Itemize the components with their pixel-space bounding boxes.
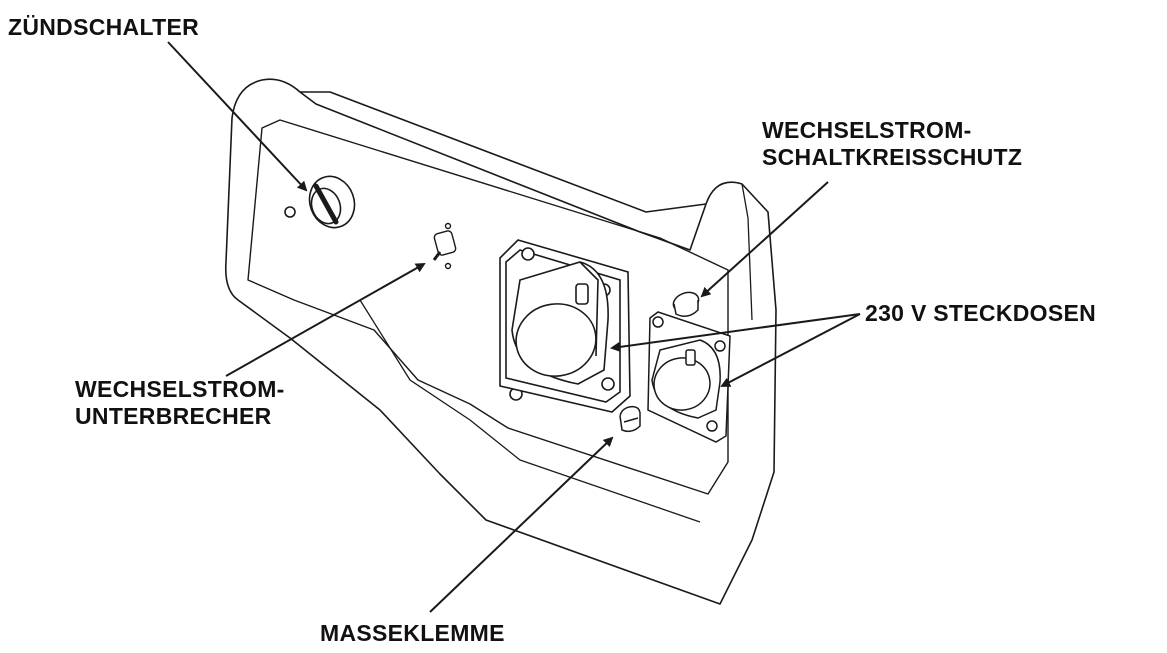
ignition-switch-knob bbox=[308, 175, 356, 229]
leader-breaker bbox=[225, 263, 426, 377]
leader-lines bbox=[167, 41, 861, 613]
label-ac-breaker: WECHSELSTROM- UNTERBRECHER bbox=[75, 376, 285, 430]
ac-breaker-toggle bbox=[432, 222, 457, 270]
leader-socket-small bbox=[720, 313, 861, 387]
leader-socket-large bbox=[610, 313, 861, 352]
label-ac-breaker-line1: WECHSELSTROM- bbox=[75, 376, 285, 402]
ground-terminal bbox=[619, 405, 641, 433]
leader-ignition bbox=[167, 41, 308, 192]
leader-protector bbox=[700, 181, 829, 298]
label-ac-circuit-protector: WECHSELSTROM- SCHALTKREISSCHUTZ bbox=[762, 117, 1022, 171]
label-230v-sockets: 230 V STECKDOSEN bbox=[865, 300, 1097, 326]
label-ignition-switch: ZÜNDSCHALTER bbox=[8, 14, 199, 40]
leader-ground bbox=[429, 436, 614, 613]
socket-large bbox=[499, 239, 631, 413]
label-ac-breaker-line2: UNTERBRECHER bbox=[75, 403, 272, 429]
circuit-protector-button bbox=[672, 291, 700, 317]
label-ac-circuit-protector-line2: SCHALTKREISSCHUTZ bbox=[762, 144, 1023, 170]
label-ac-circuit-protector-line1: WECHSELSTROM- bbox=[762, 117, 972, 143]
label-ground-terminal: MASSEKLEMME bbox=[320, 620, 505, 646]
generator-housing bbox=[224, 78, 777, 605]
socket-small bbox=[647, 311, 731, 443]
